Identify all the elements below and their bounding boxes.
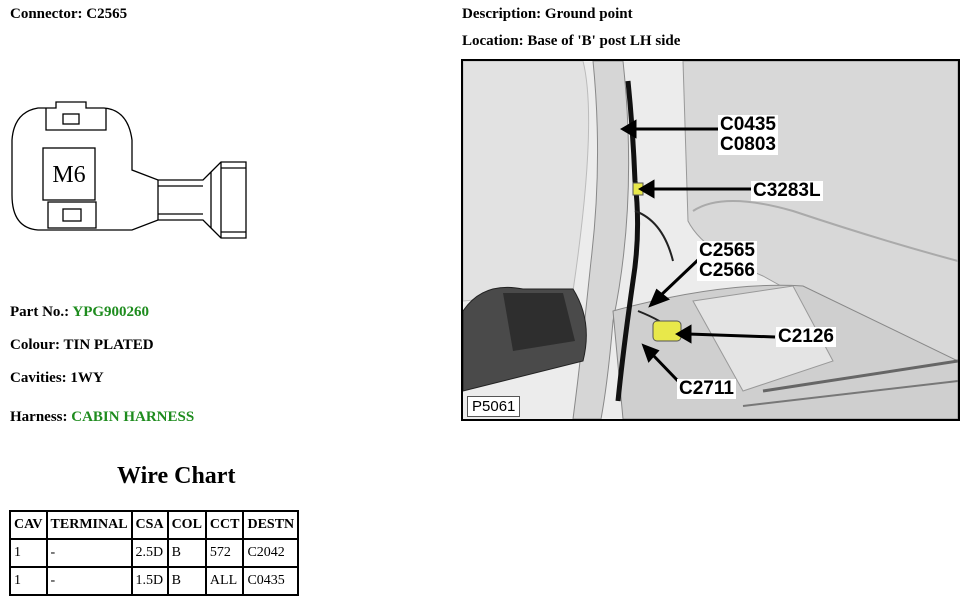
callout-c2711: C2711 xyxy=(677,378,736,399)
cell-terminal: - xyxy=(45,566,133,596)
colour-value: TIN PLATED xyxy=(63,337,154,353)
header-csa: CSA xyxy=(130,510,169,540)
harness-line: Harness: CABIN HARNESS xyxy=(10,409,194,426)
connector-drawing: M6 xyxy=(11,101,247,239)
callout-c2566: C2566 xyxy=(697,260,757,281)
header-col: COL xyxy=(166,510,207,540)
cell-cav: 1 xyxy=(9,566,48,596)
wire-chart-header-row: CAV TERMINAL CSA COL CCT DESTN xyxy=(9,510,300,540)
cell-cct: ALL xyxy=(204,566,245,596)
header-destn: DESTN xyxy=(242,510,300,540)
description-line: Description: Ground point xyxy=(462,6,633,23)
harness-link[interactable]: CABIN HARNESS xyxy=(71,409,195,425)
part-number-label: Part No.: xyxy=(10,304,70,320)
cell-col: B xyxy=(166,566,207,596)
callout-c2126: C2126 xyxy=(776,326,836,347)
callout-c0803: C0803 xyxy=(718,134,778,155)
cell-destn: C0435 xyxy=(242,566,300,596)
table-row: 1 - 2.5D B 572 C2042 xyxy=(9,538,300,568)
callout-c3283l: C3283L xyxy=(751,180,823,201)
callout-c0435: C0435 xyxy=(718,114,778,135)
wire-chart-title: Wire Chart xyxy=(117,463,236,489)
cell-cct: 572 xyxy=(204,538,245,568)
table-row: 1 - 1.5D B ALL C0435 xyxy=(9,566,300,596)
cell-cav: 1 xyxy=(9,538,48,568)
cavities-value: 1WY xyxy=(70,370,104,386)
cavities-line: Cavities: 1WY xyxy=(10,370,104,387)
photo-id-label: P5061 xyxy=(467,396,521,417)
wire-chart-table: CAV TERMINAL CSA COL CCT DESTN 1 - 2.5D … xyxy=(9,510,300,596)
cell-csa: 2.5D xyxy=(130,538,169,568)
location-label: Location: xyxy=(462,33,524,49)
callout-c2565: C2565 xyxy=(697,240,757,261)
stud-size-label: M6 xyxy=(52,162,85,188)
connector-c2126-marker xyxy=(652,320,682,342)
part-number-link[interactable]: YPG900260 xyxy=(72,304,150,320)
location-photo: C0435 C0803 C3283L C2565 C2566 C2126 C27… xyxy=(461,59,960,421)
cell-csa: 1.5D xyxy=(130,566,169,596)
part-number-line: Part No.: YPG900260 xyxy=(10,304,149,321)
location-value: Base of 'B' post LH side xyxy=(527,33,681,49)
colour-label: Colour: xyxy=(10,337,60,353)
cavities-label: Cavities: xyxy=(10,370,67,386)
connector-value: C2565 xyxy=(86,6,128,22)
cell-destn: C2042 xyxy=(242,538,300,568)
header-cav: CAV xyxy=(9,510,48,540)
location-line: Location: Base of 'B' post LH side xyxy=(462,33,680,50)
vehicle-interior-illustration xyxy=(463,61,958,419)
cell-terminal: - xyxy=(45,538,133,568)
harness-label: Harness: xyxy=(10,409,68,425)
connector-heading: Connector: C2565 xyxy=(10,6,127,23)
description-value: Ground point xyxy=(544,6,633,22)
header-cct: CCT xyxy=(204,510,245,540)
description-label: Description: xyxy=(462,6,542,22)
cell-col: B xyxy=(166,538,207,568)
connector-label: Connector: xyxy=(10,6,83,22)
header-terminal: TERMINAL xyxy=(45,510,133,540)
colour-line: Colour: TIN PLATED xyxy=(10,337,154,354)
